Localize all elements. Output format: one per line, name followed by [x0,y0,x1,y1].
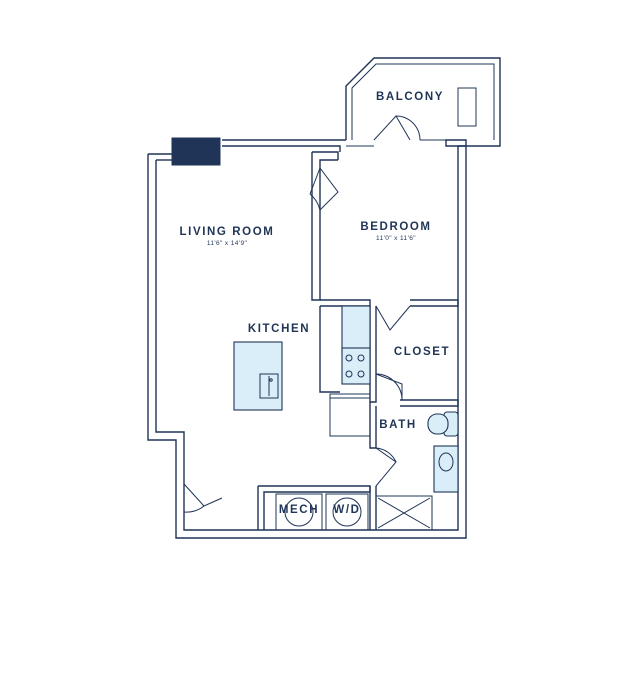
washer-dryer [325,493,369,531]
shower [375,495,433,531]
entry-door[interactable] [183,483,223,513]
bedroom-door[interactable] [309,167,321,211]
island-sink [259,373,279,399]
bath-label: BATH [379,419,417,431]
range-top [341,347,371,385]
washer-dryer-label: W/D [333,504,360,516]
living-room-dimensions: 11'6" x 14'9" [207,240,248,247]
burner-2 [357,354,365,362]
bedroom-label: BEDROOM [360,221,431,233]
window-block [171,137,221,166]
living-room-label: LIVING ROOM [180,226,275,238]
kitchen-counter [341,305,371,355]
burner-1 [345,354,353,362]
bath-fixtures [375,411,459,531]
burner-4 [357,370,365,378]
closet-door[interactable] [375,305,411,331]
bedroom-dimensions: 11'0" x 11'6" [376,235,416,242]
vanity [433,445,459,493]
kitchen-fixtures [233,305,371,437]
balcony-chair [457,87,477,127]
vanity-sink [438,452,454,472]
refrigerator [329,393,371,437]
doors [183,115,421,513]
toilet-bowl [427,413,449,435]
balcony-door[interactable] [373,115,421,141]
burner-3 [345,370,353,378]
closet-label: CLOSET [394,346,450,358]
utility-fixtures [257,485,371,531]
mech-label: MECH [279,504,319,516]
mech-unit [275,493,323,531]
kitchen-label: KITCHEN [248,323,310,335]
bath-lower-door[interactable] [375,447,397,487]
kitchen-island [233,341,283,411]
balcony-label: BALCONY [376,91,444,103]
bath-door[interactable] [375,373,403,401]
